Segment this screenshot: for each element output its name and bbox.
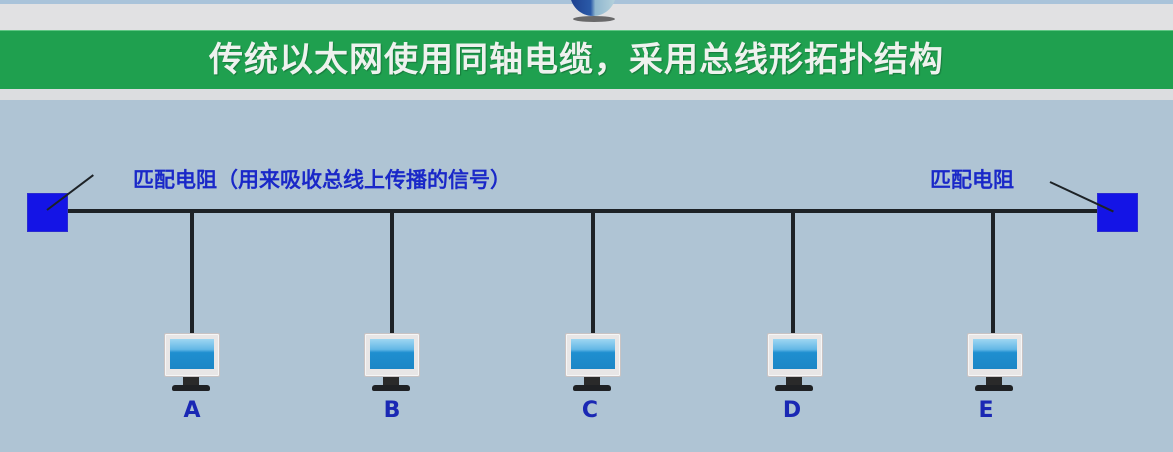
title-band: 传统以太网使用同轴电缆，采用总线形拓扑结构 (0, 30, 1173, 90)
computer-monitor-icon (965, 333, 1025, 397)
slide-title: 传统以太网使用同轴电缆，采用总线形拓扑结构 (209, 40, 944, 80)
globe-logo-icon (570, 0, 616, 16)
drop-line-d (791, 211, 795, 335)
node-label-c: C (581, 398, 599, 423)
computer-monitor-icon (563, 333, 623, 397)
computer-monitor-icon (362, 333, 422, 397)
diagram-area (0, 100, 1173, 452)
node-label-e: E (978, 398, 994, 423)
drop-line-a (190, 211, 194, 335)
computer-monitor-icon (765, 333, 825, 397)
drop-line-b (390, 211, 394, 335)
node-label-a: A (183, 398, 201, 423)
drop-line-c (591, 211, 595, 335)
globe-shadow (573, 16, 615, 22)
node-label-b: B (383, 398, 401, 423)
node-label-d: D (782, 398, 802, 423)
terminator-label-left: 匹配电阻（用来吸收总线上传播的信号） (133, 168, 511, 192)
terminator-right (1097, 193, 1138, 232)
terminator-label-right: 匹配电阻 (930, 168, 1014, 192)
computer-monitor-icon (162, 333, 222, 397)
coaxial-bus-line (50, 209, 1120, 213)
title-bottom-strip (0, 89, 1173, 100)
drop-line-e (991, 211, 995, 335)
